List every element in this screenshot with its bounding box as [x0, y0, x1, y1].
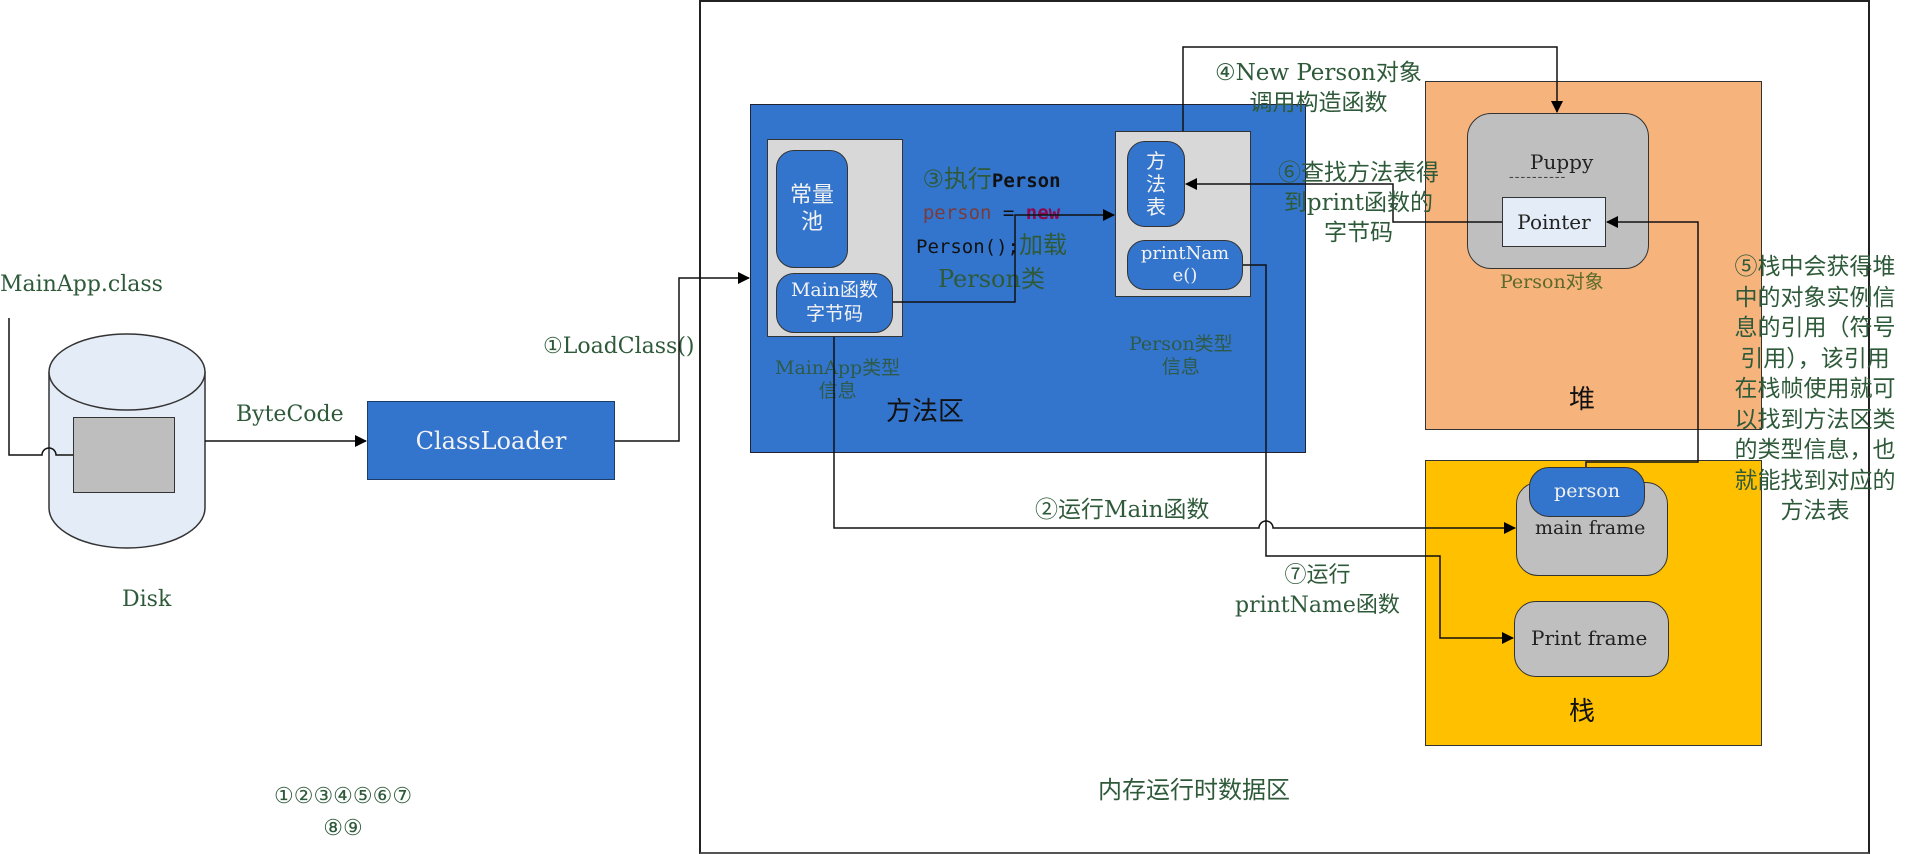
step3-line3: Person();加载	[916, 231, 1067, 259]
stack-caption: 栈	[1569, 697, 1596, 727]
person-type-caption: Person类型 信息	[1129, 333, 1233, 379]
step3-line4: Person类	[937, 265, 1045, 293]
step3-line2: person = new	[922, 202, 1061, 224]
classloader-label: ClassLoader	[415, 426, 567, 455]
person-type-caption-line2: 信息	[1161, 355, 1200, 378]
step4-annotation: ④New Person对象 调用构造函数	[1215, 58, 1422, 118]
mainapp-class-label: MainApp.class	[0, 272, 163, 297]
step7-annotation: ⑦运行 printName函数	[1235, 561, 1400, 621]
print-frame[interactable]	[1514, 601, 1669, 677]
step6-line2: 到print函数的	[1283, 190, 1434, 216]
main-bytecode[interactable]: Main函数 字节码	[776, 273, 893, 333]
bytecode-label: ByteCode	[236, 402, 344, 427]
step7-line1: ⑦运行	[1284, 563, 1351, 588]
classloader-box[interactable]: ClassLoader	[367, 401, 615, 480]
step4-line2: 调用构造函数	[1249, 90, 1388, 116]
step6-line3: 字节码	[1324, 220, 1393, 246]
heap-caption: 堆	[1569, 385, 1596, 415]
person-reference[interactable]: person	[1529, 467, 1645, 517]
method-table-line1: 方	[1146, 148, 1166, 173]
pointer-label: Pointer	[1517, 209, 1591, 234]
mainapp-type-caption-line2: 信息	[818, 379, 857, 402]
step5-line: 引用），该引用	[1740, 345, 1890, 372]
person-object-caption: Person对象	[1500, 271, 1604, 293]
method-table-line2: 法	[1146, 171, 1166, 196]
runtime-data-area-caption: 内存运行时数据区	[1098, 776, 1290, 804]
disk-caption: Disk	[122, 587, 172, 612]
step2-label: ②运行Main函数	[1035, 497, 1210, 523]
print-name-line2: e()	[1172, 265, 1198, 286]
constant-pool[interactable]: 常量 池	[776, 150, 848, 268]
method-table[interactable]: 方 法 表	[1127, 141, 1185, 227]
step5-line: 中的对象实例信	[1734, 284, 1896, 311]
legend-line2: ⑧⑨	[323, 816, 363, 841]
object-class-name: Puppy	[1530, 150, 1594, 174]
main-frame-label: main frame	[1535, 517, 1646, 539]
print-name-line1: printNam	[1140, 242, 1230, 264]
object-separator: ----------	[1509, 169, 1567, 185]
legend-line1: ①②③④⑤⑥⑦	[274, 784, 413, 809]
step6-line1: ⑥查找方法表得	[1278, 160, 1439, 186]
step5-line: 就能找到对应的	[1734, 467, 1896, 494]
main-bytecode-line1: Main函数	[790, 279, 879, 302]
step3-line1: ③执行Person	[922, 165, 1061, 193]
method-table-line3: 表	[1146, 194, 1166, 219]
step-number-legend: ①②③④⑤⑥⑦ ⑧⑨	[274, 781, 412, 845]
person-type-caption-line1: Person类型	[1129, 333, 1233, 355]
step5-line: 息的引用（符号	[1734, 315, 1896, 341]
person-reference-label: person	[1554, 480, 1620, 503]
step6-annotation: ⑥查找方法表得 到print函数的 字节码	[1278, 158, 1439, 248]
step5-line: 以找到方法区类	[1734, 406, 1896, 433]
constant-pool-line1: 常量	[789, 182, 834, 208]
step4-line1: ④New Person对象	[1215, 60, 1422, 86]
step5-annotation: ⑤栈中会获得堆 中的对象实例信 息的引用（符号 引用），该引用 在栈帧使用就可 …	[1720, 252, 1910, 527]
mainapp-type-caption-line1: MainApp类型	[775, 357, 901, 379]
step5-line: 在栈帧使用就可	[1734, 376, 1896, 402]
step3-annotation: ③执行Person person = new Person();加载 Perso…	[916, 163, 1067, 295]
print-frame-label: Print frame	[1531, 626, 1648, 650]
step7-line2: printName函数	[1235, 593, 1400, 618]
main-bytecode-line2: 字节码	[805, 303, 863, 325]
step5-line: 的类型信息，也	[1734, 437, 1896, 463]
step5-line: 方法表	[1780, 498, 1850, 524]
print-name-method[interactable]: printNam e()	[1127, 240, 1243, 290]
constant-pool-line2: 池	[800, 210, 823, 235]
class-file-block	[73, 417, 175, 493]
pointer-field[interactable]: Pointer	[1502, 197, 1606, 247]
step1-label: ①LoadClass()	[543, 334, 695, 359]
mainapp-type-caption: MainApp类型 信息	[775, 357, 900, 403]
step5-line: ⑤栈中会获得堆	[1734, 254, 1896, 280]
